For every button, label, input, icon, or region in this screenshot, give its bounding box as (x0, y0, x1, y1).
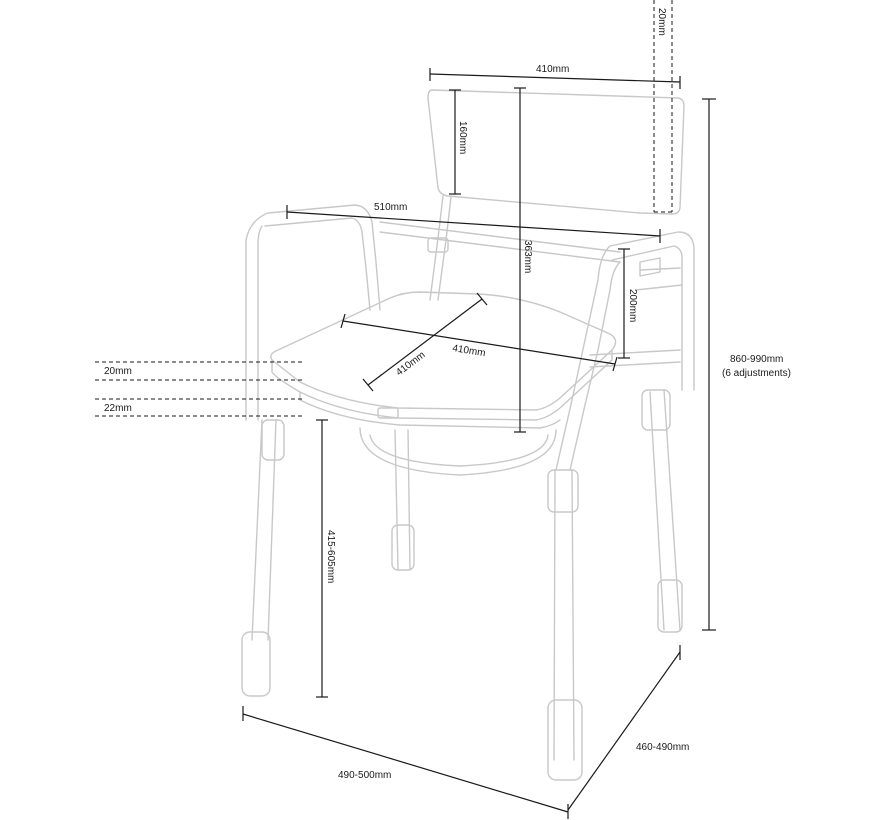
label-seat-depth: 410mm (394, 350, 427, 379)
leg-clip-fr (547, 469, 579, 513)
seat-edge (271, 349, 613, 421)
label-backrest-height: 160mm (457, 121, 468, 154)
dim-backrest-offset (653, 0, 673, 213)
leg-clip-br (641, 389, 671, 431)
leg-back-left (394, 429, 411, 571)
dim-overall-depth (567, 645, 681, 811)
label-armrest-width: 510mm (374, 202, 407, 213)
lid (299, 391, 561, 429)
dimension-lines (95, 0, 716, 819)
dim-overall-height (702, 98, 716, 631)
frame-bracket (639, 257, 661, 277)
leg-back-right (649, 389, 681, 631)
label-backrest-width: 410mm (536, 64, 569, 75)
backrest (427, 89, 685, 215)
rear-rail (379, 221, 621, 263)
seat-clip (377, 407, 399, 419)
leg-front-left (251, 419, 277, 641)
label-seat-thickness: 20mm (104, 366, 132, 377)
label-backrest-offset: 20mm (656, 8, 667, 36)
chair-outline (241, 89, 695, 781)
dim-armrest-width (286, 205, 661, 243)
label-height-adjustments: (6 adjustments) (722, 368, 791, 379)
foot-bl (391, 524, 415, 571)
dim-seat-thickness (95, 361, 305, 381)
foot-br (657, 579, 683, 633)
dim-lid-thickness (95, 398, 305, 417)
dim-overall-width (242, 706, 569, 819)
dim-arm-height (618, 248, 630, 359)
armrest-left (245, 204, 381, 421)
label-overall-depth: 460-490mm (636, 742, 689, 753)
label-seat-height: 415-605mm (325, 530, 336, 583)
label-overall-width: 490-500mm (338, 770, 391, 781)
leg-clip-fl (261, 419, 285, 461)
dim-back-to-seat (514, 87, 526, 433)
dim-backrest-width (429, 68, 681, 89)
foot-fr (547, 699, 583, 781)
leg-front-right (553, 469, 575, 761)
dim-seat-width (340, 313, 618, 372)
label-overall-height: 860-990mm (730, 354, 783, 365)
commode-pan (359, 427, 557, 476)
armrest-right (555, 231, 695, 471)
dim-backrest-height (449, 89, 461, 195)
dim-seat-height (316, 419, 328, 698)
label-arm-height: 200mm (627, 289, 638, 322)
label-seat-width: 410mm (452, 343, 487, 359)
dim-seat-depth (362, 292, 488, 392)
foot-fl (241, 631, 271, 697)
label-lid-thickness: 22mm (104, 403, 132, 414)
seat (270, 291, 617, 411)
dimension-labels: 410mm 20mm 160mm 363mm 510mm 200mm 410mm… (104, 8, 791, 781)
label-back-to-seat: 363mm (522, 240, 533, 273)
backrest-clip (427, 237, 449, 253)
